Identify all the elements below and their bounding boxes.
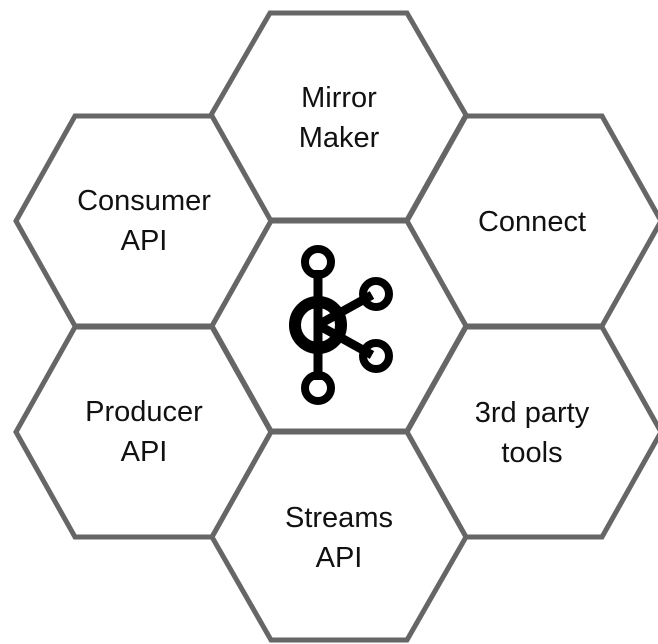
kafka-logo-icon bbox=[289, 245, 393, 405]
producer-api-label: Producer API bbox=[85, 396, 203, 468]
mirror-maker-label: Mirror Maker bbox=[298, 82, 380, 154]
third-party-tools-label: 3rd party tools bbox=[474, 397, 590, 469]
streams-api-label: Streams API bbox=[285, 502, 393, 574]
hexagon-streams-api bbox=[209, 429, 469, 643]
consumer-api-label: Consumer API bbox=[77, 185, 211, 257]
connect-label: Connect bbox=[477, 206, 586, 238]
